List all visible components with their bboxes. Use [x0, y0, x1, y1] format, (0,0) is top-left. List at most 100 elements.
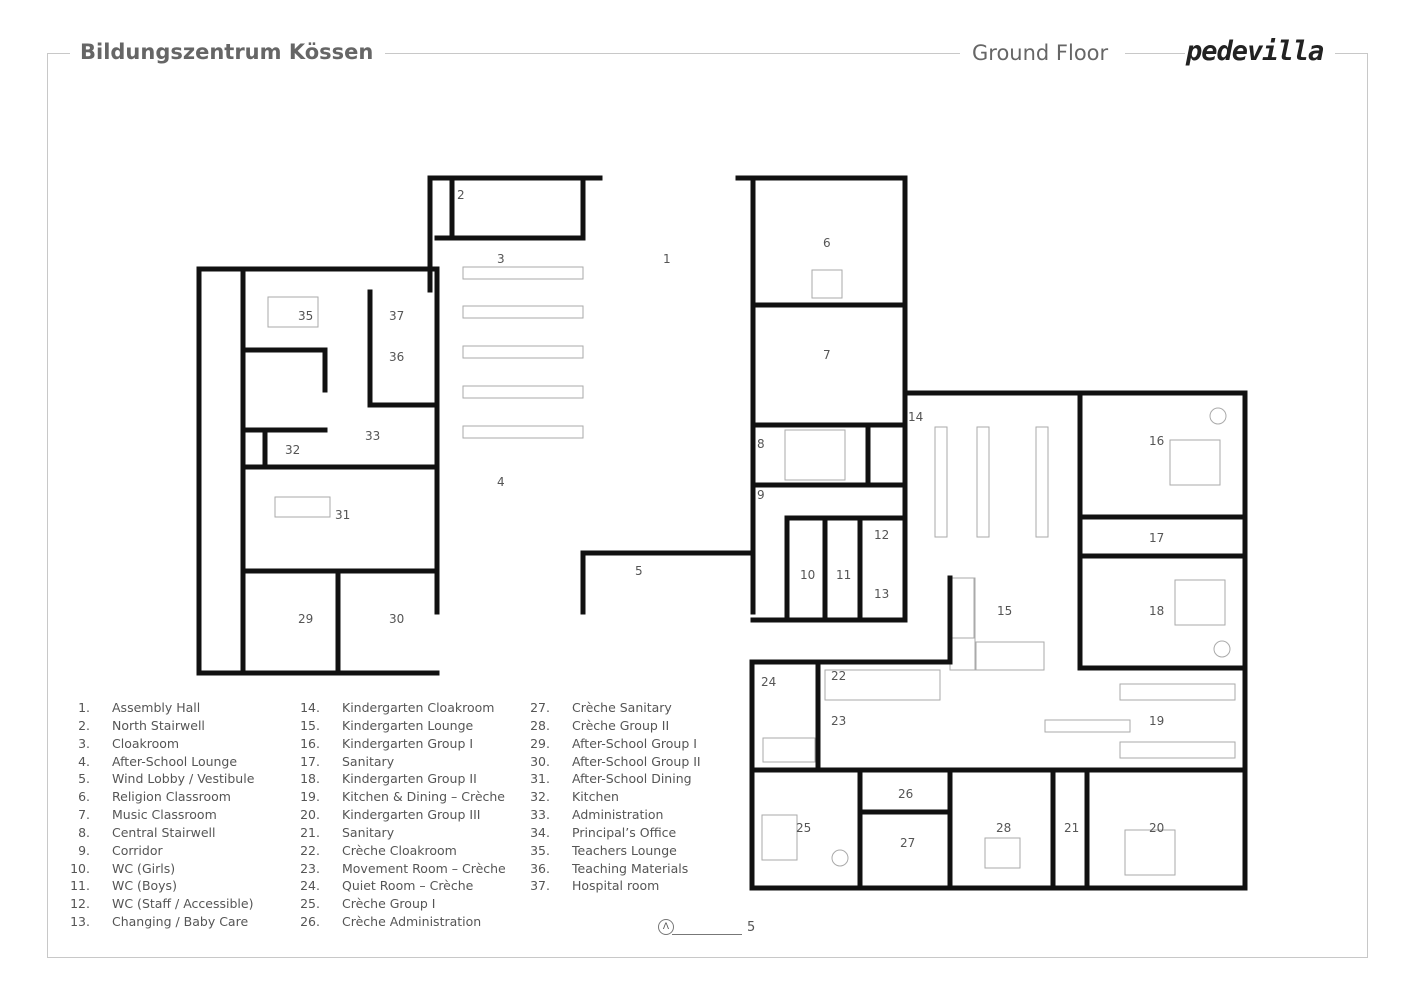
legend-label: Crèche Sanitary — [572, 700, 672, 715]
room-12-label: 12 — [874, 528, 889, 542]
legend-number: 17 — [280, 753, 320, 771]
legend-label: Kitchen — [572, 789, 619, 805]
room-14-label: 14 — [908, 410, 923, 424]
legend-label: WC (Boys) — [112, 878, 177, 894]
legend-label: WC (Girls) — [112, 860, 176, 876]
room-7-label: 7 — [823, 348, 831, 362]
legend-item: 11WC (Boys) — [50, 877, 254, 895]
legend-column-2: 14Kindergarten Cloakroom15Kindergarten L… — [280, 699, 506, 931]
legend-item: 14Kindergarten Cloakroom — [280, 699, 506, 717]
legend-number: 28 — [510, 717, 550, 735]
legend-label: WC (Staff / Accessible) — [112, 896, 254, 912]
legend-label: Cloakroom — [112, 735, 180, 751]
room-37-label: 37 — [389, 309, 404, 323]
legend-label: Kindergarten Group I — [342, 735, 474, 751]
room-10-label: 10 — [800, 568, 815, 582]
legend-item: 23Movement Room – Crèche — [280, 860, 506, 878]
legend-number: 25 — [280, 895, 320, 913]
room-36-label: 36 — [389, 350, 404, 364]
legend-number: 33 — [510, 806, 550, 824]
legend-column-3: 27Crèche Sanitary28Crèche Group II29Afte… — [510, 699, 701, 895]
legend-number: 4 — [50, 753, 90, 771]
room-15-label: 15 — [997, 604, 1012, 618]
room-27-label: 27 — [900, 836, 915, 850]
legend-number: 29 — [510, 735, 550, 753]
legend-label: Music Classroom — [112, 807, 217, 823]
legend-number: 12 — [50, 895, 90, 913]
scale-line — [672, 934, 742, 935]
legend-label: Central Stairwell — [112, 824, 216, 840]
legend-label: Kindergarten Lounge — [342, 717, 474, 733]
room-2-label: 2 — [457, 188, 465, 202]
room-18-label: 18 — [1149, 604, 1164, 618]
legend-label: After-School Group II — [572, 753, 701, 769]
room-19-label: 19 — [1149, 714, 1164, 728]
legend-item: 6Religion Classroom — [50, 788, 254, 806]
legend-label: Crèche Administration — [342, 914, 482, 930]
legend-item: 1 Assembly Hall — [50, 699, 254, 717]
legend-number: 8 — [50, 824, 90, 842]
legend-number: 23 — [280, 860, 320, 878]
legend-label: Sanitary — [342, 824, 395, 840]
room-29-label: 29 — [298, 612, 313, 626]
walls — [196, 175, 1248, 891]
legend-item: 27Crèche Sanitary — [510, 699, 701, 717]
legend-item: 9Corridor — [50, 842, 254, 860]
room-26-label: 26 — [898, 787, 913, 801]
room-labels: 1 2 3 4 5 6 7 8 9 10 11 12 13 14 15 16 1… — [285, 188, 1164, 850]
legend-label: After-School Group I — [572, 735, 697, 751]
room-28-label: 28 — [996, 821, 1011, 835]
legend-number: 13 — [50, 913, 90, 931]
legend-label: Kindergarten Group II — [342, 771, 477, 787]
legend-number: 31 — [510, 770, 550, 788]
legend-item: 28Crèche Group II — [510, 717, 701, 735]
legend-item: 24Quiet Room – Crèche — [280, 877, 506, 895]
legend-item: 33Administration — [510, 806, 701, 824]
room-23-label: 23 — [831, 714, 846, 728]
legend-item: 30After-School Group II — [510, 753, 701, 771]
drawing-frame — [47, 53, 1368, 958]
legend-item: 25Crèche Group I — [280, 895, 506, 913]
divider — [1335, 53, 1367, 54]
legend-label: Crèche Cloakroom — [342, 842, 457, 858]
legend-item: 35Teachers Lounge — [510, 842, 701, 860]
legend-label: Teachers Lounge — [572, 842, 677, 858]
legend-item: 8 Central Stairwell — [50, 824, 254, 842]
legend-label: Kindergarten Group III — [342, 807, 481, 823]
legend-item: 36Teaching Materials — [510, 860, 701, 878]
legend-label: Corridor — [112, 842, 163, 858]
room-9-label: 9 — [757, 488, 765, 502]
divider — [1125, 53, 1185, 54]
room-33-label: 33 — [365, 429, 380, 443]
legend-item: 31After-School Dining — [510, 770, 701, 788]
room-13-label: 13 — [874, 587, 889, 601]
legend-label: Sanitary — [342, 753, 395, 769]
divider — [47, 53, 77, 54]
legend-item: 32Kitchen — [510, 788, 701, 806]
legend-number: 10 — [50, 860, 90, 878]
legend-label: Hospital room — [572, 878, 660, 894]
legend-number: 16 — [280, 735, 320, 753]
legend-item: 26 Crèche Administration — [280, 913, 506, 931]
legend-column-1: 1Assembly Hall2North Stairwell3Cloakroom… — [50, 699, 254, 931]
legend-number: 1 — [50, 699, 90, 717]
legend-number: 14 — [280, 699, 320, 717]
room-21-label: 21 — [1064, 821, 1079, 835]
room-5-label: 5 — [635, 564, 643, 578]
legend-number: 26 — [280, 913, 320, 931]
legend-item: 5Wind Lobby / Vestibule — [50, 770, 254, 788]
legend-item: 10 WC (Girls) — [50, 860, 254, 878]
legend-item: 12 WC (Staff / Accessible) — [50, 895, 254, 913]
room-16-label: 16 — [1149, 434, 1164, 448]
room-24-label: 24 — [761, 675, 776, 689]
room-6-label: 6 — [823, 236, 831, 250]
legend-number: 20 — [280, 806, 320, 824]
legend-item: 17 Sanitary — [280, 753, 506, 771]
legend-number: 2 — [50, 717, 90, 735]
legend-label: Assembly Hall — [112, 700, 201, 715]
room-11-label: 11 — [836, 568, 851, 582]
legend-item: 16 Kindergarten Group I — [280, 735, 506, 753]
legend-label: Wind Lobby / Vestibule — [112, 771, 255, 787]
pedevilla-logo: pedevilla — [1186, 36, 1324, 67]
